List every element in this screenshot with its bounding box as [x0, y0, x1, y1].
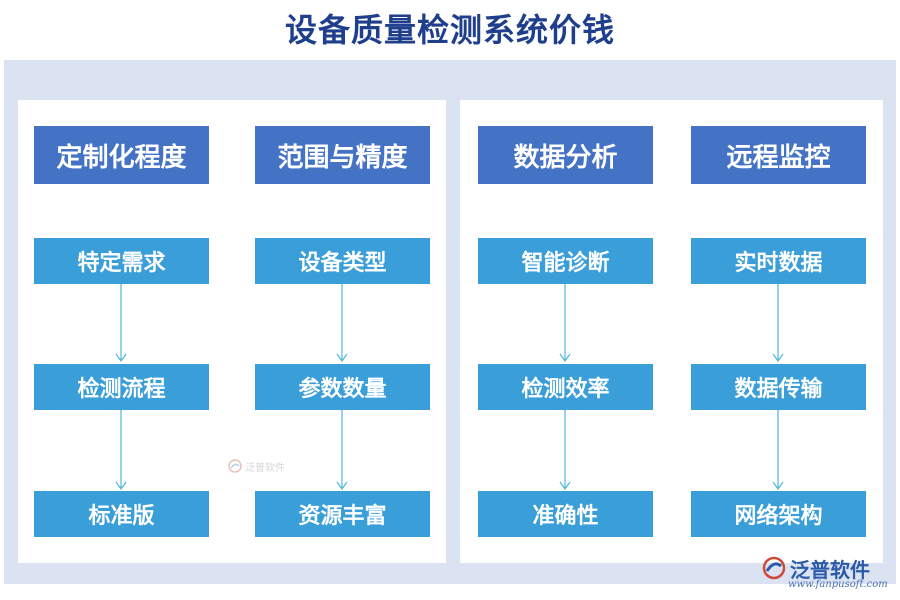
column-header-data-analysis: 数据分析 [478, 126, 653, 184]
node-standard-edition: 标准版 [34, 491, 209, 537]
node-inspection-efficiency: 检测效率 [478, 364, 653, 410]
right-panel: 数据分析 智能诊断 检测效率 准确性 远程监控 实时数据 数据传输 网络架构 [460, 100, 883, 563]
node-accuracy: 准确性 [478, 491, 653, 537]
arrow-down-icon [115, 410, 127, 495]
arrow-down-icon [336, 410, 348, 495]
node-data-transmission: 数据传输 [691, 364, 866, 410]
arrow-down-icon [772, 410, 784, 495]
left-panel: 定制化程度 特定需求 检测流程 标准版 范围与精度 设备类型 参数数量 资源丰富… [18, 100, 446, 563]
node-inspection-process: 检测流程 [34, 364, 209, 410]
arrow-down-icon [772, 284, 784, 369]
arrow-down-icon [336, 284, 348, 369]
diagram-background: 定制化程度 特定需求 检测流程 标准版 范围与精度 设备类型 参数数量 资源丰富… [4, 60, 896, 584]
watermark-logo-icon [228, 459, 242, 473]
arrow-down-icon [559, 410, 571, 495]
node-realtime-data: 实时数据 [691, 238, 866, 284]
arrow-down-icon [115, 284, 127, 369]
node-smart-diagnosis: 智能诊断 [478, 238, 653, 284]
page-title: 设备质量检测系统价钱 [284, 11, 615, 49]
logo-icon [762, 556, 786, 580]
node-network-architecture: 网络架构 [691, 491, 866, 537]
column-header-remote-monitoring: 远程监控 [691, 126, 866, 184]
brand-logo: 泛普软件 www.fanpusoft.com [762, 554, 892, 594]
node-parameter-count: 参数数量 [255, 364, 430, 410]
node-rich-resources: 资源丰富 [255, 491, 430, 537]
node-specific-needs: 特定需求 [34, 238, 209, 284]
watermark: 泛普软件 [228, 456, 288, 476]
logo-url: www.fanpusoft.com [788, 579, 888, 590]
arrow-down-icon [559, 284, 571, 369]
column-header-scope-precision: 范围与精度 [255, 126, 430, 184]
node-device-type: 设备类型 [255, 238, 430, 284]
column-header-customization: 定制化程度 [34, 126, 209, 184]
logo-name: 泛普软件 [790, 558, 870, 582]
